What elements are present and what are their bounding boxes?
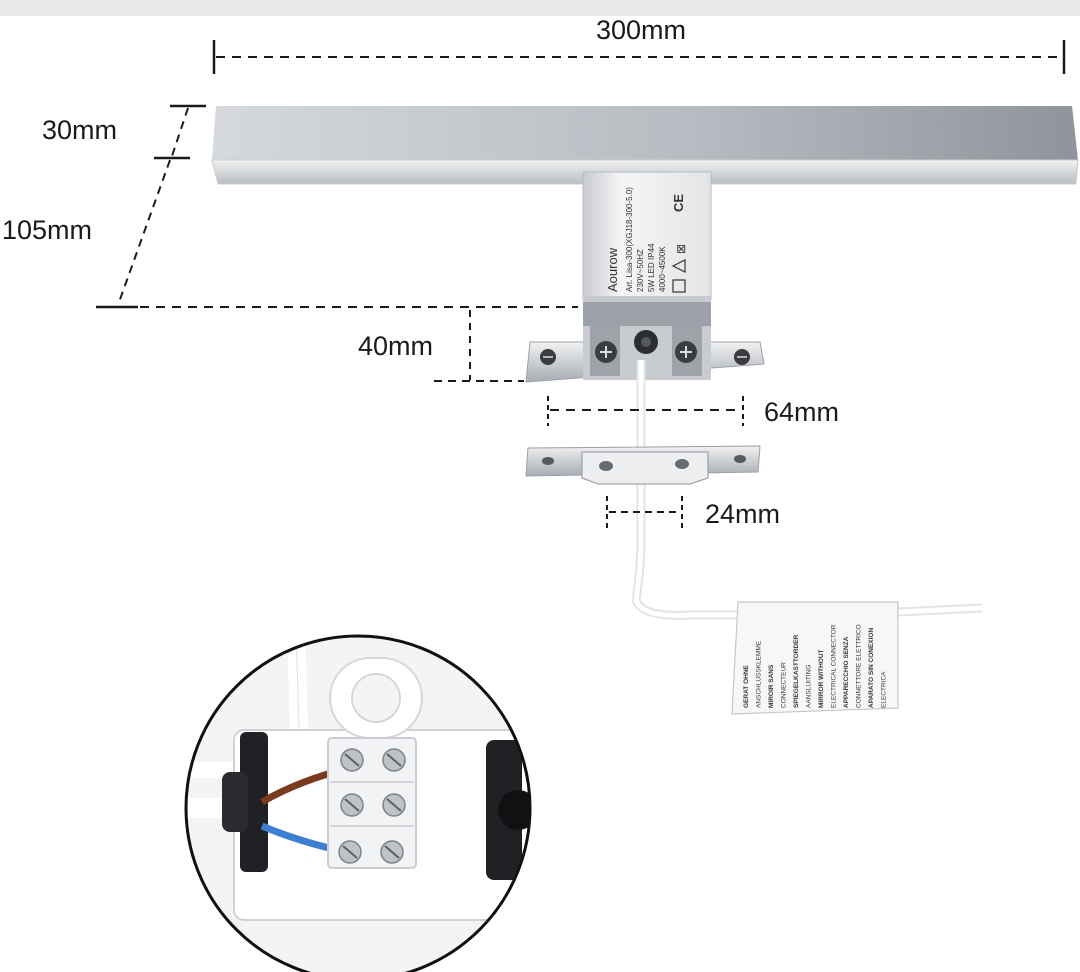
terminal-zoom-view: [184, 634, 532, 972]
box-label: Aourow Art. Lisa-300(XGJ18-300-5.0) 230V…: [605, 187, 688, 293]
mount-span-label: 64mm: [764, 397, 839, 427]
thickness-label: 30mm: [42, 115, 117, 145]
mounting-clip: [525, 445, 761, 485]
connector-tag-line: ANSCHLUSSKLEMME: [756, 640, 763, 708]
width-dimension: 300mm: [212, 15, 1066, 74]
box-height-label: 40mm: [358, 331, 433, 361]
driver-box: Aourow Art. Lisa-300(XGJ18-300-5.0) 230V…: [582, 171, 712, 330]
left-grommet: [240, 732, 268, 872]
clip-width-dimension: 24mm: [606, 496, 780, 530]
top-strip: [0, 0, 1080, 16]
connector-tag-line: APPARECCHIO SENZA: [843, 636, 850, 708]
weee-bin-icon: ⊠: [674, 244, 688, 254]
connector-tag-line: SPIEGELKASTTORDER: [793, 634, 800, 708]
triangle-symbol-icon: [671, 259, 686, 273]
depth-label: 105mm: [2, 215, 92, 245]
width-label: 300mm: [596, 15, 686, 45]
mount-span-dimension: 64mm: [547, 396, 839, 427]
thickness-dimension: 30mm: [42, 104, 206, 160]
safety-symbol-icon: [672, 279, 686, 293]
temp-text: 4000~4500K: [658, 246, 667, 292]
connector-tag-line: AANSLUITING: [806, 665, 813, 708]
power-cable: [631, 360, 983, 620]
connector-tag-line: CONNETTORE ELETTRICO: [856, 624, 863, 708]
ce-mark: CE: [671, 194, 686, 212]
connector-tag-line: ELECTRICA: [881, 671, 888, 708]
connector-tag-line: CONNECTEUR: [781, 662, 788, 708]
connector-tag-line: ELECTRICAL CONNECTOR: [831, 624, 838, 708]
clip-width-label: 24mm: [705, 499, 780, 529]
voltage-text: 230V~50HZ: [636, 249, 645, 292]
connector-tag: GERAT OHNE ANSCHLUSSKLEMME MIROIR SANS CONN…: [731, 601, 899, 715]
depth-dimension: 105mm: [2, 159, 578, 309]
connector-tag-line: MIROIR SANS: [768, 664, 775, 708]
zoom-circle-outline: [184, 634, 532, 972]
connector-tag-text: GERAT OHNE ANSCHLUSSKLEMME MIROIR SANS CONN…: [743, 624, 888, 708]
connector-tag-line: MIRROR WITHOUT: [818, 649, 825, 708]
brand-text: Aourow: [605, 247, 620, 292]
power-text: 5W LED IP44: [647, 243, 656, 292]
connector-tag-line: APARATO SIN CONEXION: [868, 628, 875, 708]
art-text: Art. Lisa-300(XGJ18-300-5.0): [625, 187, 634, 292]
box-height-dimension: 40mm: [358, 310, 524, 382]
connector-tag-line: GERAT OHNE: [743, 664, 750, 708]
